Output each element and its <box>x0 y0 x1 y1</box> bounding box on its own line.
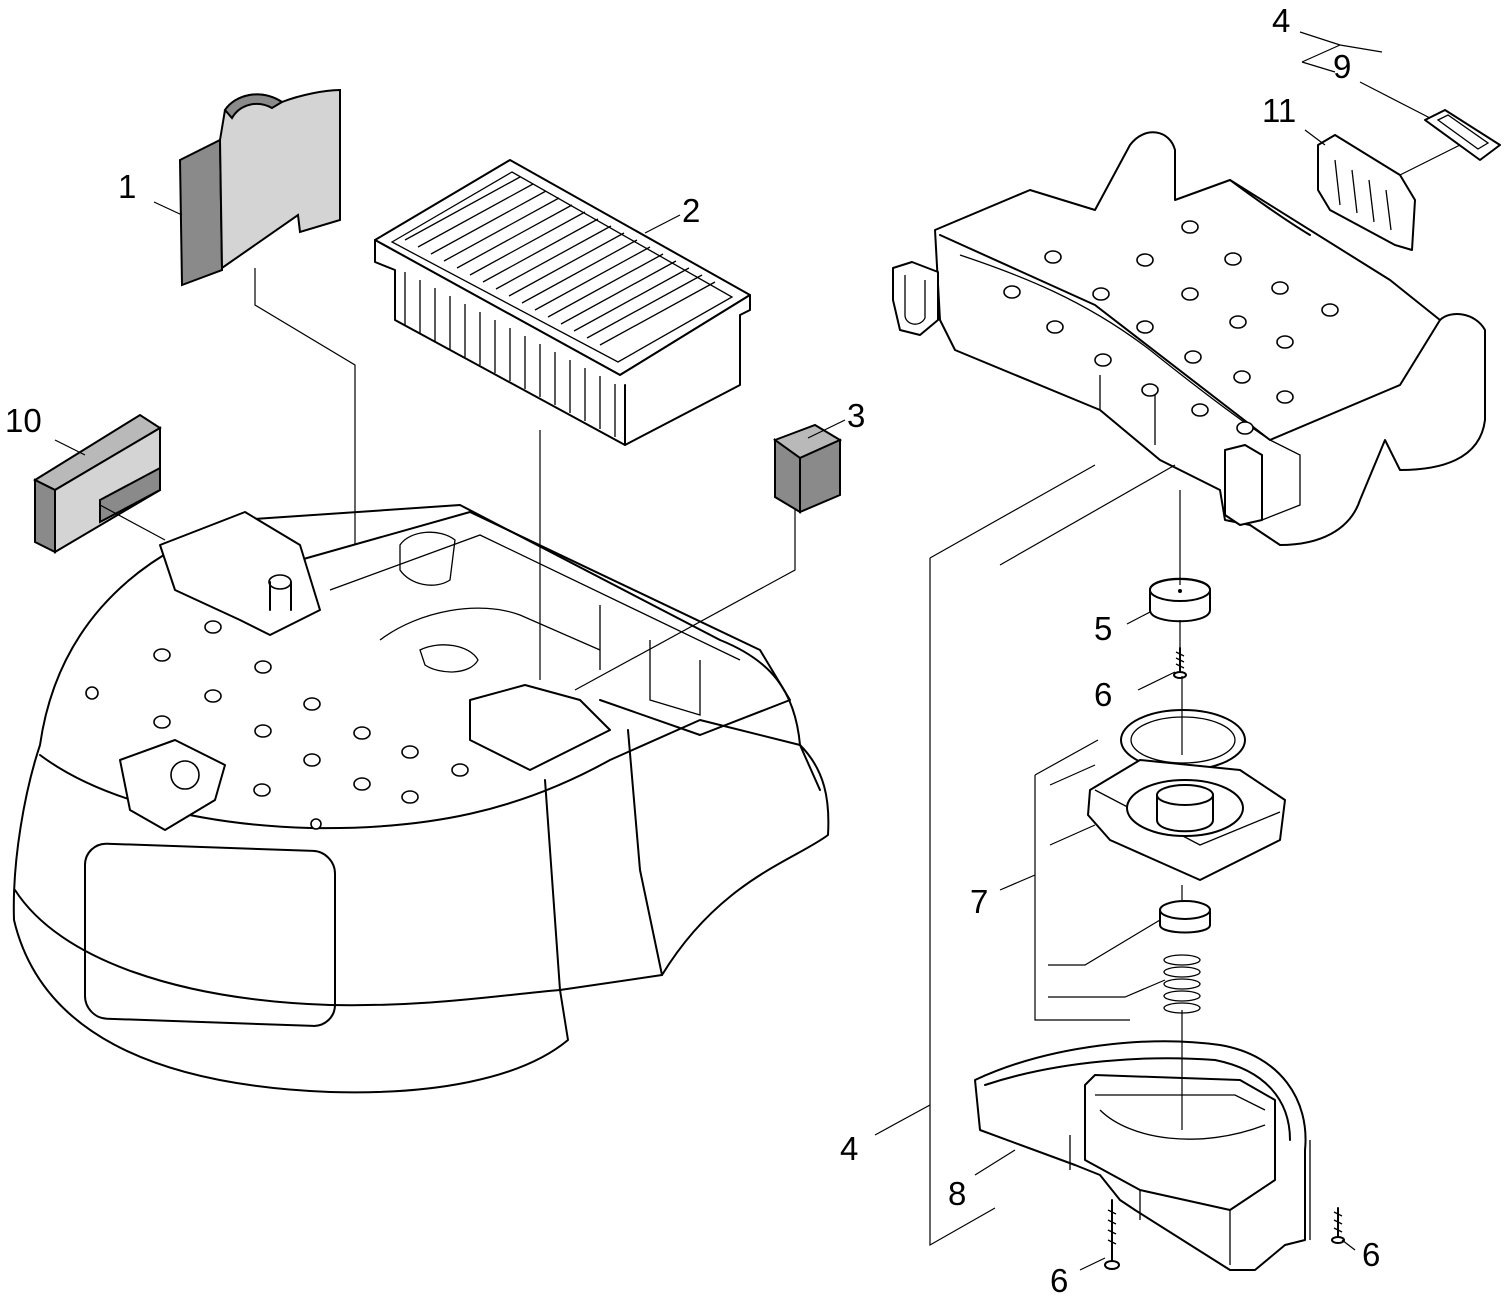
part-10-foam-pad <box>32 413 162 554</box>
part-2-pleated-filter <box>374 159 751 446</box>
part-8-lower-housing <box>974 1040 1311 1271</box>
callout-10: 10 <box>5 402 42 439</box>
pleat-side <box>404 272 616 437</box>
callout-6-lower-left: 6 <box>1050 1262 1068 1299</box>
callout-1: 1 <box>118 168 136 205</box>
callout-6-upper: 6 <box>1094 676 1112 713</box>
callout-2: 2 <box>682 192 700 229</box>
part-6-screws <box>1104 647 1345 1270</box>
callout-4-top: 4 <box>1272 2 1290 39</box>
pleat-lines <box>404 176 716 346</box>
callout-labels: 1 2 3 4 4 5 6 6 6 7 8 9 10 11 <box>5 2 1380 1299</box>
leader-lines <box>54 31 1461 1271</box>
spring <box>1163 954 1201 1014</box>
main-housing <box>12 504 830 1094</box>
callout-9: 9 <box>1333 48 1351 85</box>
part-11-clip-plate <box>1317 134 1416 251</box>
upper-tray <box>892 131 1486 546</box>
callout-11: 11 <box>1262 92 1296 129</box>
part-3-foam-block <box>772 423 843 514</box>
housing-holes <box>85 620 469 830</box>
callout-4-bottom: 4 <box>840 1130 858 1167</box>
callout-7: 7 <box>970 883 988 920</box>
callout-3: 3 <box>847 397 865 434</box>
callout-6-lower-right: 6 <box>1362 1236 1380 1273</box>
callout-5: 5 <box>1094 610 1112 647</box>
part-1-panel <box>178 88 341 287</box>
tray-holes <box>1003 220 1339 435</box>
part-7-valve-assembly <box>1087 709 1286 1014</box>
callout-8: 8 <box>948 1175 966 1212</box>
part-9-gasket <box>1424 109 1501 161</box>
part-5-cap <box>1149 577 1211 623</box>
